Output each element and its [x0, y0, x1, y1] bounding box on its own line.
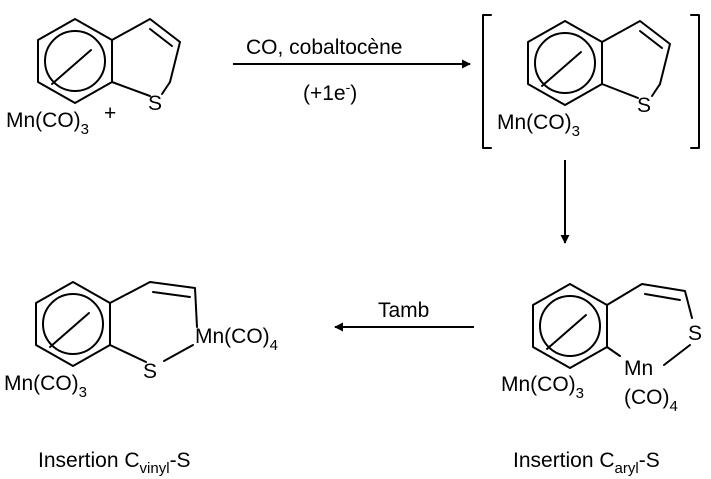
metal-label: Mn(CO)3: [497, 111, 580, 140]
thiophene-ring: [601, 20, 671, 85]
c-s-bond: [111, 81, 151, 97]
c-s-bond: [601, 83, 639, 99]
metal-coordination-bond: [541, 51, 582, 87]
caption-aryl: Insertion Caryl-S: [513, 449, 660, 477]
aromatic-circle: [534, 32, 596, 94]
c-s-bond: [109, 344, 147, 363]
thiophene-ring: [111, 18, 181, 83]
condition-label: (+1e-): [303, 79, 357, 105]
sulfur-label: S: [143, 360, 157, 383]
reagent-label: CO, cobaltocène: [246, 36, 402, 59]
reaction-arrow-1: CO, cobaltocène (+1e-): [233, 36, 471, 105]
condition-label: Tamb: [378, 299, 429, 322]
vinyl-chain: [109, 281, 198, 328]
thiophene-double-bond: [639, 30, 663, 49]
sulfur-label: S: [637, 94, 651, 117]
sulfur-label: S: [148, 92, 162, 115]
right-bracket: [690, 14, 700, 149]
s-mn-bond: [663, 344, 691, 366]
c-s-bond: [161, 81, 171, 95]
metal-label: Mn(CO)3: [501, 373, 584, 402]
compound-starting-cation: S Mn(CO)3 +: [6, 18, 181, 138]
c-s-bond: [651, 83, 661, 97]
aromatic-circle: [42, 293, 104, 355]
metal-coordination-bond: [51, 49, 92, 85]
metal-coordination-bond: [546, 314, 587, 350]
caption-vinyl: Insertion Cvinyl-S: [38, 449, 191, 477]
thiophene-double-bond: [149, 28, 173, 47]
vinyl-double-bond: [644, 293, 681, 301]
ring-metal-label: Mn(CO)4: [195, 325, 278, 354]
metal-label: Mn(CO)3: [6, 109, 89, 138]
metal-coordination-bond: [49, 312, 90, 348]
reaction-arrow-3: Tamb: [334, 299, 474, 332]
metal-label: Mn(CO)3: [4, 372, 87, 401]
aromatic-circle: [539, 295, 601, 357]
c-mn-bond: [606, 346, 621, 357]
ring-metal-label: Mn: [624, 357, 653, 380]
compound-intermediate: S Mn(CO)3: [482, 14, 700, 149]
left-bracket: [482, 14, 492, 149]
charge-label: +: [104, 102, 116, 125]
vinyl-double-bond: [152, 291, 191, 298]
vinyl-chain: [606, 283, 693, 319]
compound-vinyl-insertion: S Mn(CO)4 Mn(CO)3 Insertion Cvinyl-S: [4, 281, 278, 477]
sulfur-label: S: [688, 322, 702, 345]
s-mn-bond: [163, 344, 194, 362]
ring-ligand-label: (CO)4: [624, 386, 678, 415]
aromatic-circle: [44, 30, 106, 92]
compound-aryl-insertion: S Mn (CO)4 Mn(CO)3 Insertion Caryl-S: [501, 283, 702, 477]
